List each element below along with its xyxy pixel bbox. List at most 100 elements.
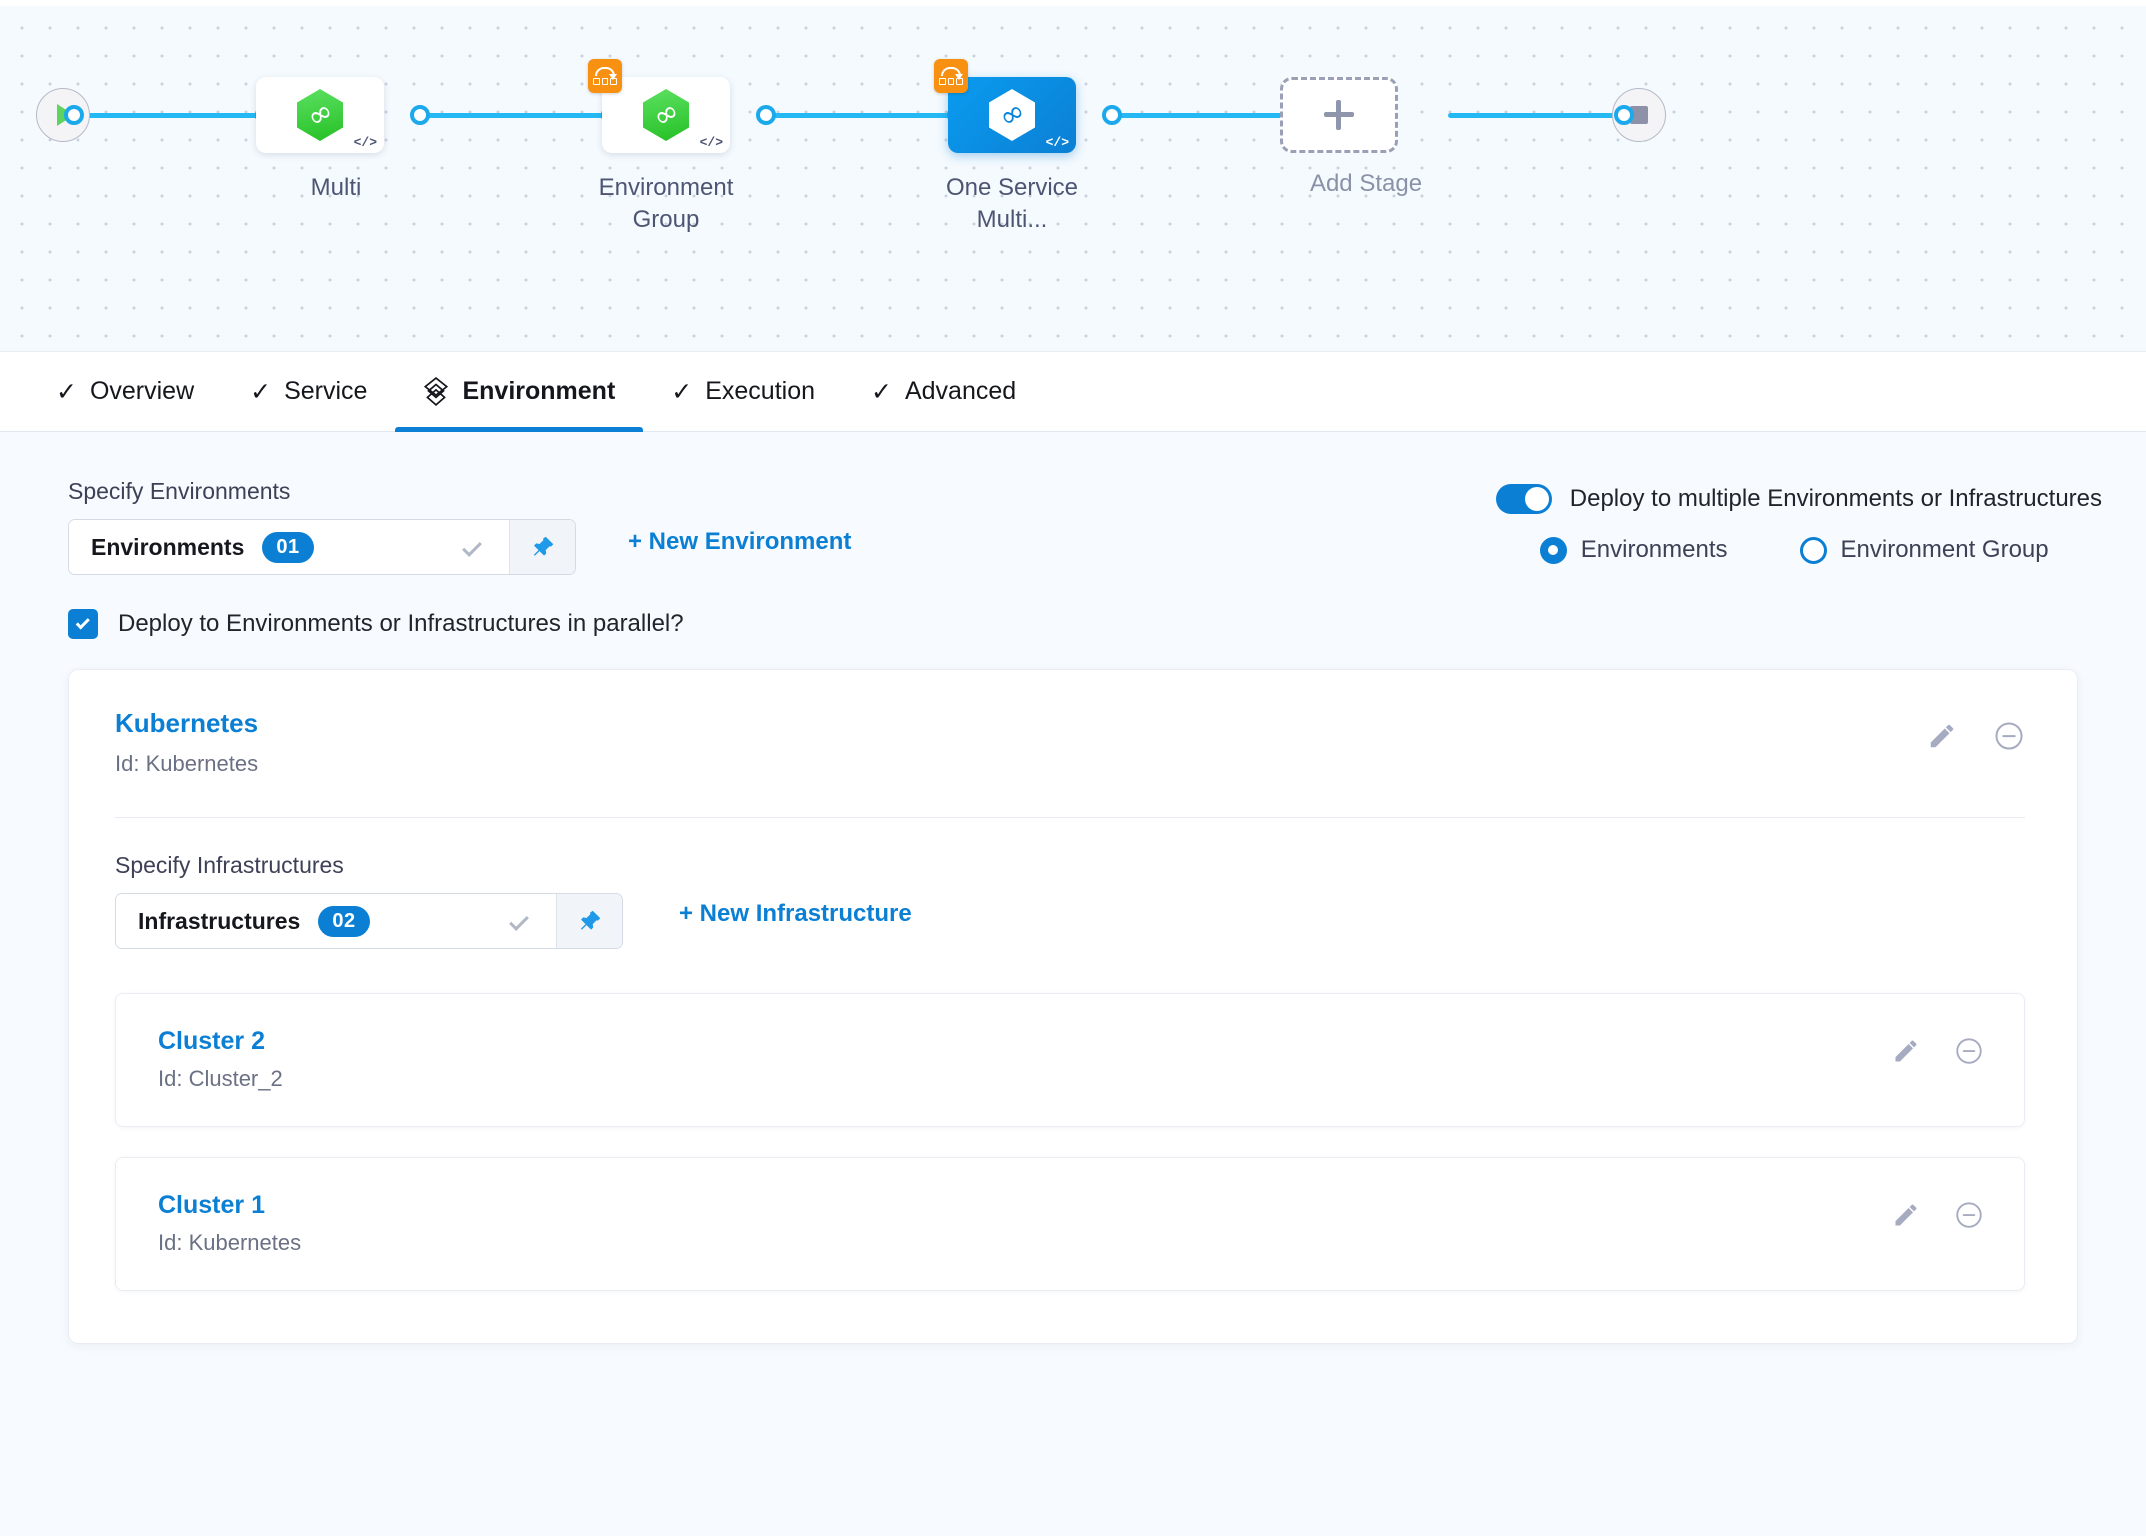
parallel-deploy-label: Deploy to Environments or Infrastructure…: [118, 610, 684, 637]
infrastructure-actions: [1892, 1190, 1984, 1230]
environment-card-id: Id: Kubernetes: [115, 751, 259, 777]
toggle-knob: [1524, 487, 1549, 511]
environments-header-row: Specify Environments Environments 01 + N…: [0, 478, 2146, 575]
environment-panel: Specify Environments Environments 01 + N…: [0, 432, 2146, 1536]
harness-service-icon: ∞: [643, 89, 689, 141]
infrastructure-edit-button[interactable]: [1892, 1037, 1920, 1065]
infrastructure-row: Cluster 2 Id: Cluster_2: [115, 993, 2025, 1128]
connector-port[interactable]: [64, 105, 84, 125]
environment-card-header: Kubernetes Id: Kubernetes: [69, 708, 2077, 777]
environments-select-value[interactable]: Environments 01: [69, 520, 509, 574]
connector-port[interactable]: [1614, 105, 1634, 125]
stage-tabs: ✓ Overview ✓ Service Environment ✓ Execu…: [0, 352, 2146, 433]
infrastructure-text: Cluster 1 Id: Kubernetes: [158, 1190, 301, 1256]
infrastructure-edit-button[interactable]: [1892, 1201, 1920, 1229]
environment-card-title[interactable]: Kubernetes: [115, 708, 259, 738]
infrastructure-id: Id: Kubernetes: [158, 1230, 302, 1256]
environments-select-text: Environments: [91, 533, 245, 560]
environment-remove-button[interactable]: [1993, 720, 2025, 752]
new-environment-button[interactable]: + New Environment: [628, 528, 852, 555]
radio-environments[interactable]: Environments: [1539, 536, 1728, 564]
environments-count-badge: 01: [262, 531, 314, 563]
environments-pin-button[interactable]: [509, 520, 575, 574]
multi-env-badge-icon: [934, 59, 968, 93]
tab-label: Advanced: [904, 377, 1017, 405]
specify-environments-label: Specify Environments: [68, 478, 291, 504]
radio-environments-label: Environments: [1580, 536, 1728, 563]
specify-infrastructures-label: Specify Infrastructures: [115, 852, 344, 879]
check-icon: ✓: [250, 377, 272, 406]
stop-icon: [1630, 106, 1648, 124]
card-divider: [115, 817, 2025, 819]
pipeline-wire: [74, 113, 274, 118]
pipeline-canvas[interactable]: ∞ </> Multi ∞ </> Environment Group ∞ </…: [0, 0, 2146, 352]
tab-service[interactable]: ✓ Service: [222, 352, 395, 432]
pencil-icon: [1930, 724, 1954, 748]
deploy-target-radio-group: Environments Environment Group: [1539, 536, 2049, 564]
minus-circle-icon: [1956, 1202, 1982, 1228]
multi-deploy-toggle[interactable]: [1495, 484, 1552, 514]
specify-environments-block: Specify Environments Environments 01: [68, 478, 576, 575]
multi-env-badge-icon: [588, 59, 622, 93]
infrastructure-title[interactable]: Cluster 1: [158, 1191, 265, 1220]
infrastructure-remove-button[interactable]: [1954, 1036, 1984, 1066]
infrastructure-remove-button[interactable]: [1954, 1200, 1984, 1230]
infrastructure-title[interactable]: Cluster 2: [158, 1027, 265, 1056]
multi-deploy-toggle-row: Deploy to multiple Environments or Infra…: [1495, 484, 2102, 514]
infrastructures-select-text: Infrastructures: [138, 907, 301, 934]
infrastructures-select[interactable]: Infrastructures 02: [115, 893, 623, 950]
new-infrastructure-button[interactable]: + New Infrastructure: [679, 900, 912, 928]
pipeline-stage-multi[interactable]: ∞ </>: [256, 77, 384, 153]
chevron-down-icon: [462, 537, 482, 557]
code-icon: </>: [353, 135, 377, 150]
connector-port[interactable]: [410, 105, 430, 125]
infrastructures-pin-button[interactable]: [556, 894, 622, 949]
environment-card-actions: [1927, 708, 2025, 752]
pipeline-stage-one-service-multi[interactable]: ∞ </>: [934, 59, 1076, 153]
pipeline-stage-label-environment-group: Environment Group: [598, 174, 734, 233]
connector-port[interactable]: [756, 105, 776, 125]
infrastructure-actions: [1892, 1026, 1984, 1066]
infrastructure-id: Id: Cluster_2: [158, 1066, 283, 1092]
infrastructure-text: Cluster 2 Id: Cluster_2: [158, 1026, 283, 1092]
pin-icon: [533, 536, 553, 556]
tab-overview[interactable]: ✓ Overview: [28, 352, 222, 432]
pipeline-stage-label-one-service-multi: One Service Multi...: [945, 174, 1079, 233]
infrastructures-select-value[interactable]: Infrastructures 02: [116, 894, 556, 949]
pipeline-wire: [766, 113, 966, 118]
connector-port[interactable]: [1102, 105, 1122, 125]
tab-advanced[interactable]: ✓ Advanced: [843, 352, 1044, 432]
code-icon: </>: [1045, 135, 1069, 150]
add-stage-label: Add Stage: [1309, 170, 1423, 197]
parallel-deploy-checkbox[interactable]: [68, 609, 98, 639]
specify-infrastructures-block: Specify Infrastructures Infrastructures …: [69, 818, 2077, 1292]
radio-unselected-icon: [1799, 536, 1827, 564]
environments-select[interactable]: Environments 01: [68, 519, 576, 575]
tab-label: Environment: [462, 377, 616, 405]
tab-label: Execution: [705, 377, 816, 405]
pipeline-wire: [420, 113, 620, 118]
chevron-down-icon: [509, 911, 529, 932]
add-stage-button[interactable]: [1280, 77, 1398, 153]
infrastructures-count-badge: 02: [318, 905, 370, 937]
environment-edit-button[interactable]: [1927, 721, 1957, 751]
harness-service-icon: ∞: [989, 89, 1035, 141]
pencil-icon: [1895, 1204, 1917, 1226]
tab-environment[interactable]: Environment: [395, 352, 644, 433]
code-icon: </>: [699, 135, 723, 150]
environment-card-text: Kubernetes Id: Kubernetes: [115, 708, 258, 777]
radio-selected-icon: [1539, 536, 1567, 564]
check-icon: [75, 614, 90, 629]
tab-execution[interactable]: ✓ Execution: [643, 352, 843, 432]
multi-deploy-toggle-label: Deploy to multiple Environments or Infra…: [1569, 485, 2102, 512]
infrastructure-row: Cluster 1 Id: Kubernetes: [115, 1157, 2025, 1292]
tab-label: Service: [284, 377, 368, 405]
plus-icon: [1324, 100, 1354, 130]
check-icon: ✓: [671, 377, 693, 406]
environment-layers-icon: [424, 376, 449, 406]
tab-label: Overview: [89, 377, 195, 405]
radio-environment-group[interactable]: Environment Group: [1799, 536, 2049, 564]
environment-card: Kubernetes Id: Kubernetes: [68, 669, 2078, 1345]
pipeline-stage-environment-group[interactable]: ∞ </>: [588, 59, 730, 153]
pipeline-stage-label-multi: Multi: [310, 174, 362, 201]
